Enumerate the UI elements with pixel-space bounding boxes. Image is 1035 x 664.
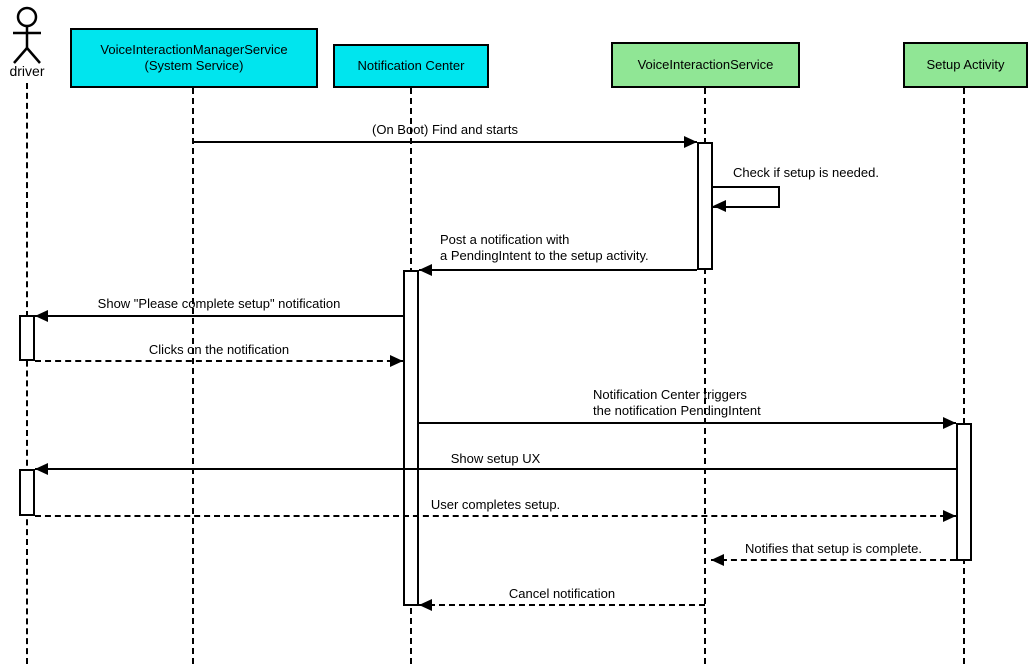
lifeline-driver bbox=[26, 83, 28, 664]
message-triggers-pendingintent-line bbox=[419, 422, 956, 424]
arrowhead-left-icon bbox=[35, 463, 48, 475]
message-show-setup-notification-line bbox=[35, 315, 403, 317]
message-notifies-setup-complete-line bbox=[711, 559, 956, 561]
message-clicks-notification-line bbox=[35, 360, 403, 362]
arrowhead-right-icon bbox=[943, 417, 956, 429]
message-cancel-notification-label: Cancel notification bbox=[508, 586, 616, 601]
arrowhead-left-icon bbox=[35, 310, 48, 322]
participant-voice-interaction-manager-service-label: VoiceInteractionManagerService (System S… bbox=[100, 42, 288, 73]
activation-notification-center bbox=[403, 270, 419, 606]
message-post-notification-label: Post a notification with a PendingIntent… bbox=[440, 232, 649, 263]
message-show-setup-ux-label: Show setup UX bbox=[450, 451, 541, 466]
message-user-completes-setup-label: User completes setup. bbox=[430, 497, 561, 512]
participant-voice-interaction-manager-service: VoiceInteractionManagerService (System S… bbox=[70, 28, 318, 88]
arrowhead-right-icon bbox=[943, 510, 956, 522]
activation-setup-activity bbox=[956, 423, 972, 561]
lifeline-setup-activity bbox=[963, 88, 965, 664]
arrowhead-right-icon bbox=[390, 355, 403, 367]
participant-setup-activity-label: Setup Activity bbox=[926, 57, 1005, 72]
message-cancel-notification-line bbox=[419, 604, 705, 606]
activation-voice-interaction-service bbox=[697, 142, 713, 270]
participant-notification-center-label: Notification Center bbox=[357, 58, 465, 73]
message-user-completes-setup-line bbox=[35, 515, 956, 517]
message-on-boot-find-and-starts-label: (On Boot) Find and starts bbox=[372, 122, 518, 137]
message-show-setup-ux-line bbox=[35, 468, 956, 470]
message-check-if-setup-is-needed-loop bbox=[713, 186, 780, 208]
message-triggers-pendingintent-label: Notification Center triggers the notific… bbox=[593, 387, 761, 418]
message-clicks-notification-label: Clicks on the notification bbox=[148, 342, 290, 357]
message-check-if-setup-is-needed-label: Check if setup is needed. bbox=[733, 165, 879, 180]
participant-setup-activity: Setup Activity bbox=[903, 42, 1028, 88]
message-on-boot-find-and-starts-line bbox=[193, 141, 697, 143]
participant-notification-center: Notification Center bbox=[333, 44, 489, 88]
arrowhead-left-icon bbox=[419, 599, 432, 611]
message-notifies-setup-complete-label: Notifies that setup is complete. bbox=[744, 541, 923, 556]
lifeline-voice-interaction-manager-service bbox=[192, 88, 194, 664]
message-show-setup-notification-label: Show "Please complete setup" notificatio… bbox=[97, 296, 341, 311]
lifeline-voice-interaction-service bbox=[704, 88, 706, 664]
message-post-notification-line bbox=[419, 269, 697, 271]
participant-driver-label: driver bbox=[9, 63, 45, 79]
participant-voice-interaction-service: VoiceInteractionService bbox=[611, 42, 800, 88]
arrowhead-left-icon bbox=[713, 200, 726, 212]
participant-voice-interaction-service-label: VoiceInteractionService bbox=[637, 57, 774, 72]
arrowhead-right-icon bbox=[684, 136, 697, 148]
activation-driver-2 bbox=[19, 469, 35, 516]
arrowhead-left-icon bbox=[419, 264, 432, 276]
actor-stick-figure bbox=[13, 6, 41, 64]
activation-driver-1 bbox=[19, 315, 35, 361]
arrowhead-left-icon bbox=[711, 554, 724, 566]
